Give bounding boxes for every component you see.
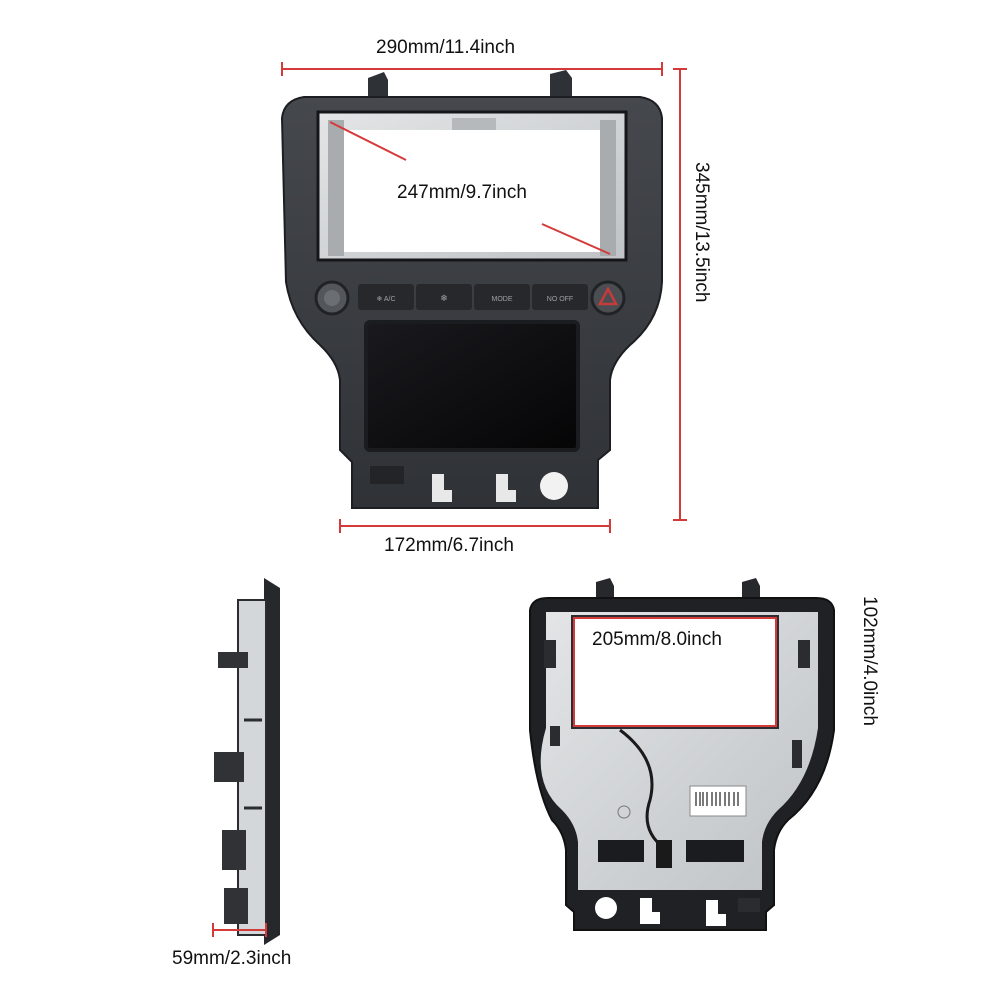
volume-knob-center xyxy=(324,290,340,306)
mount-tab-right xyxy=(550,70,572,96)
screen-diagonal-label: 247mm/9.7inch xyxy=(397,182,527,203)
usb-plug xyxy=(656,840,672,868)
side-clip-2 xyxy=(214,752,244,782)
mount-hole xyxy=(540,472,568,500)
ac-button-label: ❄ A/C xyxy=(376,295,395,303)
diagonal-line-top xyxy=(329,121,407,161)
rear-clip-left xyxy=(640,898,660,924)
rear-opening-width-label: 205mm/8.0inch xyxy=(592,629,722,650)
side-clip-4 xyxy=(224,888,248,924)
bracket-left xyxy=(328,120,344,256)
usb-port xyxy=(370,466,404,484)
mode-button-label: MODE xyxy=(492,296,513,303)
rear-latch-left-1 xyxy=(544,640,556,668)
barcode-label xyxy=(689,785,747,817)
front-dimension-lines xyxy=(281,62,687,533)
button-row: ❄ A/C ❄ MODE NO OFF xyxy=(314,280,626,316)
connector-right xyxy=(686,840,744,862)
off-button-label: NO OFF xyxy=(547,296,573,303)
clip-left xyxy=(432,474,452,502)
bracket-top xyxy=(452,118,496,130)
depth-dimension-line xyxy=(212,923,267,937)
mode-button[interactable] xyxy=(474,284,530,310)
usb-cable xyxy=(619,728,665,850)
rear-clip-right xyxy=(706,900,726,926)
off-button[interactable] xyxy=(532,284,588,310)
top-width-label: 290mm/11.4inch xyxy=(376,37,516,58)
rear-tab-right xyxy=(742,578,760,598)
height-label: 345mm/13.5inch xyxy=(691,162,712,303)
rear-opening xyxy=(571,615,779,729)
cert-mark-icon xyxy=(617,805,631,819)
fan-button[interactable] xyxy=(416,284,472,310)
bottom-clips xyxy=(370,466,568,502)
rear-opening-outline xyxy=(573,617,777,727)
barcode-icon xyxy=(695,792,739,806)
diagonal-line-bottom xyxy=(541,223,611,255)
side-clip-1 xyxy=(218,652,248,668)
depth-label: 59mm/2.3inch xyxy=(172,948,292,969)
hazard-icon xyxy=(597,286,619,306)
ac-button[interactable] xyxy=(358,284,414,310)
hazard-button[interactable] xyxy=(590,280,626,316)
rear-mount-hole xyxy=(595,897,617,919)
rear-opening-height-label: 102mm/4.0inch xyxy=(859,596,880,726)
mount-tab-left xyxy=(368,72,388,100)
rear-latch-right-1 xyxy=(798,640,810,668)
clip-center xyxy=(496,474,516,502)
bottom-width-label: 172mm/6.7inch xyxy=(384,535,514,556)
side-view xyxy=(212,578,280,945)
rear-tab-left xyxy=(596,578,614,598)
rear-latch-left-2 xyxy=(550,726,560,746)
rear-port xyxy=(738,898,760,912)
front-view: ❄ A/C ❄ MODE NO OFF xyxy=(280,62,687,533)
side-clip-3 xyxy=(222,830,246,870)
fan-button-label: ❄ xyxy=(440,293,448,303)
side-bezel xyxy=(264,578,280,945)
rear-view xyxy=(529,578,835,931)
rear-dimension-lines xyxy=(573,617,777,727)
bracket-right xyxy=(600,120,616,256)
lower-display xyxy=(364,320,580,452)
connector-left xyxy=(598,840,644,862)
rear-latch-right-2 xyxy=(792,740,802,768)
